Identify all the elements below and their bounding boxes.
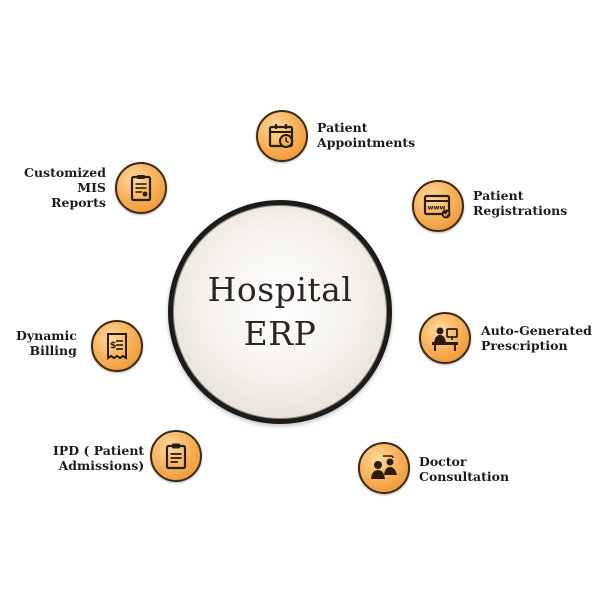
node-patient-appointments [256, 110, 308, 162]
label-line: Consultation [419, 469, 510, 484]
doctor-desk-icon [432, 327, 458, 351]
node-circle [256, 110, 308, 162]
hub-title-line-2: ERP [243, 314, 317, 353]
hub-circle: Hospital ERP [168, 200, 392, 424]
label-line: Patient [317, 120, 368, 135]
calendar-clock-icon [268, 124, 294, 148]
node-circle [412, 180, 464, 232]
label-line: Billing [29, 343, 77, 358]
hub-title-line-1: Hospital [207, 270, 353, 309]
node-customized-mis-reports [115, 162, 167, 214]
clipboard-icon [165, 443, 187, 470]
label-line: MIS [77, 180, 106, 195]
web-registration-icon: www [423, 194, 451, 219]
bill-icon: $ [107, 333, 127, 360]
svg-text:www: www [428, 204, 446, 212]
label-doctor-consultation: Doctor Consultation [419, 454, 509, 484]
node-circle [150, 430, 202, 482]
label-line: Prescription [481, 338, 568, 353]
label-line: Admissions) [58, 458, 145, 473]
label-line: Reports [51, 195, 106, 210]
label-line: Dynamic [16, 328, 77, 343]
node-circle [91, 320, 143, 372]
label-line: IPD ( Patient [53, 443, 145, 458]
label-auto-generated-prescription: Auto-Generated Prescription [481, 323, 592, 353]
report-icon [130, 175, 152, 202]
node-doctor-consultation [358, 442, 410, 494]
label-ipd-patient-admissions: IPD ( Patient Admissions) [53, 443, 144, 473]
label-line: Registrations [473, 203, 568, 218]
label-line: Doctor [419, 454, 467, 469]
label-patient-appointments: Patient Appointments [317, 120, 415, 150]
label-line: Patient [473, 188, 524, 203]
node-circle [419, 312, 471, 364]
node-circle [358, 442, 410, 494]
node-patient-registrations: www [412, 180, 464, 232]
label-line: Customized [24, 165, 106, 180]
consultation-icon [371, 455, 397, 479]
label-patient-registrations: Patient Registrations [473, 188, 567, 218]
node-ipd-patient-admissions [150, 430, 202, 482]
svg-text:$: $ [110, 341, 116, 351]
label-dynamic-billing: Dynamic Billing [16, 328, 77, 358]
label-line: Appointments [317, 135, 416, 150]
node-dynamic-billing: $ [91, 320, 143, 372]
node-auto-generated-prescription [419, 312, 471, 364]
label-line: Auto-Generated [481, 323, 592, 338]
label-customized-mis-reports: Customized MIS Reports [24, 165, 106, 210]
